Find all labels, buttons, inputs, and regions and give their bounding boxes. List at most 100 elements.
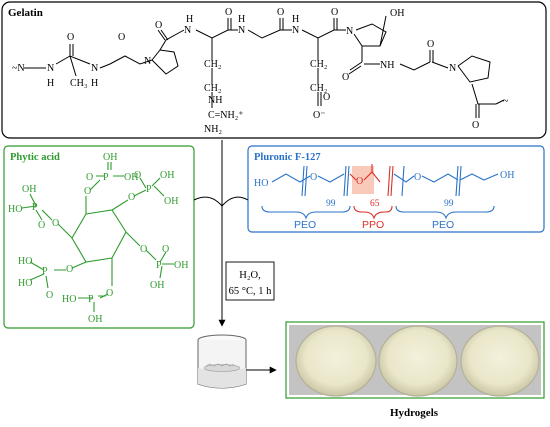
svg-text:P: P <box>42 266 48 277</box>
svg-text:P: P <box>32 202 38 213</box>
conditions-solvent: H₂O, <box>239 270 260 281</box>
ppo-bonds <box>349 164 394 197</box>
svg-text:O: O <box>472 120 479 131</box>
svg-text:CH₂: CH₂ <box>204 83 221 94</box>
svg-text:O: O <box>38 220 45 231</box>
svg-text:N: N <box>238 25 245 36</box>
svg-text:O: O <box>128 192 135 203</box>
svg-text:H: H <box>91 78 98 89</box>
svg-text:OH: OH <box>174 260 188 271</box>
carboxylate-group: O⁻ <box>313 110 326 121</box>
svg-text:OH: OH <box>88 314 102 325</box>
peo-left-repeat: 99 <box>326 199 336 209</box>
pluronic-title: Pluronic F-127 <box>254 152 321 163</box>
svg-text:O: O <box>46 290 53 301</box>
svg-text:H: H <box>292 14 299 25</box>
hydrogels-label: Hydrogels <box>390 407 439 419</box>
svg-text:O: O <box>277 7 284 18</box>
svg-text:O: O <box>106 288 113 299</box>
svg-text:N: N <box>91 63 98 74</box>
svg-text:CH₃: CH₃ <box>70 78 87 89</box>
svg-text:O: O <box>134 170 141 181</box>
svg-text:OH: OH <box>22 184 36 195</box>
svg-text:N: N <box>144 56 151 67</box>
svg-text:P: P <box>88 294 94 305</box>
beaker-icon <box>197 334 247 389</box>
chain-end-wavy: ~ <box>503 96 509 107</box>
svg-text:O: O <box>118 32 125 43</box>
svg-text:N: N <box>292 25 299 36</box>
phytic-structure-atoms: OH P O OH O O P O OH OH O P OH HO O O P … <box>8 152 188 325</box>
svg-text:O: O <box>140 244 147 255</box>
svg-text:N: N <box>449 63 456 74</box>
svg-text:H: H <box>47 78 54 89</box>
hydrogel-dish-1 <box>295 325 377 397</box>
peo-left-bonds <box>271 165 350 197</box>
svg-text:NH: NH <box>380 60 394 71</box>
svg-text:OH: OH <box>124 172 138 183</box>
svg-text:OH: OH <box>164 196 178 207</box>
svg-text:N: N <box>346 26 353 37</box>
svg-text:CH₂: CH₂ <box>310 59 327 70</box>
block-braces <box>261 205 495 220</box>
svg-text:O: O <box>331 7 338 18</box>
phytic-acid-title: Phytic acid <box>10 152 60 163</box>
svg-text:O: O <box>155 20 162 31</box>
conditions-box <box>225 261 275 301</box>
svg-text:O: O <box>84 186 91 197</box>
svg-text:P: P <box>156 260 162 271</box>
ppo-highlight <box>352 166 374 194</box>
svg-text:OH: OH <box>500 170 514 181</box>
svg-text:OH: OH <box>103 152 117 163</box>
svg-text:HO: HO <box>254 178 268 189</box>
svg-text:O: O <box>86 172 93 183</box>
ppo-repeat: 65 <box>370 199 380 209</box>
hydrogel-dish-2 <box>378 325 458 397</box>
flow-connectors <box>193 140 277 374</box>
svg-text:HO: HO <box>18 256 32 267</box>
pluronic-panel: Pluronic F-127 HO O O O OH 99 65 99 <box>247 145 545 233</box>
pluronic-border <box>247 145 545 233</box>
svg-text:H: H <box>238 14 245 25</box>
gelatin-structure-bonds <box>24 15 505 118</box>
block-labels: PEO PPO PEO <box>294 219 454 231</box>
svg-text:O: O <box>225 7 232 18</box>
peo-right-bonds <box>393 165 499 197</box>
hydroxyl-group: OH <box>390 8 404 19</box>
svg-text:HO: HO <box>18 278 32 289</box>
svg-text:OH: OH <box>160 170 174 181</box>
phytic-acid-border <box>3 145 195 329</box>
svg-text:O: O <box>310 172 317 183</box>
guanidinium-group: C=NH₂⁺ <box>208 110 244 121</box>
svg-text:NH: NH <box>208 95 222 106</box>
svg-text:O: O <box>342 72 349 83</box>
phytic-acid-panel: Phytic acid OH P O <box>3 145 195 329</box>
svg-text:CH₂: CH₂ <box>204 59 221 70</box>
svg-text:O: O <box>323 92 330 103</box>
svg-text:O: O <box>162 244 169 255</box>
svg-text:N: N <box>47 63 54 74</box>
svg-text:P: P <box>103 172 109 183</box>
ppo-label: PPO <box>362 219 384 231</box>
svg-text:O: O <box>356 176 363 187</box>
gelatin-structure-atoms: ~ N N H O CH₃ N H O N O N H O N H O N H C… <box>12 7 509 135</box>
svg-text:O: O <box>52 218 59 229</box>
gelatin-border <box>1 1 547 139</box>
phytic-structure-bonds <box>21 162 174 312</box>
peo-left-label: PEO <box>294 219 316 231</box>
peo-right-label: PEO <box>432 219 454 231</box>
merge-curve <box>193 196 249 207</box>
svg-text:HO: HO <box>62 294 76 305</box>
svg-text:O: O <box>67 32 74 43</box>
reaction-conditions: H₂O, 65 °C, 1 h <box>225 261 275 301</box>
svg-text:NH₂: NH₂ <box>204 124 222 135</box>
svg-text:OH: OH <box>150 280 164 291</box>
hydrogel-dish-3 <box>460 325 540 397</box>
svg-text:P: P <box>146 184 152 195</box>
peo-right-repeat: 99 <box>444 199 454 209</box>
svg-text:H: H <box>186 14 193 25</box>
gelatin-title: Gelatin <box>8 7 43 19</box>
svg-text:CH₂: CH₂ <box>310 83 327 94</box>
svg-text:HO: HO <box>8 204 22 215</box>
